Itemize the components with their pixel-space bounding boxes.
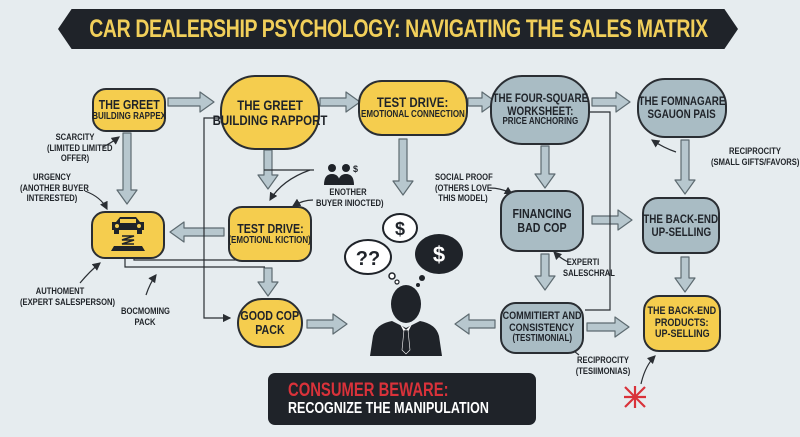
- buyers-icon: $: [324, 164, 358, 185]
- node-car-lift: [91, 211, 165, 259]
- node-test-drive-top: TEST DRIVE: EMOTIONAL CONNECTION: [358, 80, 468, 136]
- arrow-testdrive-to-foursquare: [467, 91, 497, 113]
- dollar-thought-bubble-small: $: [382, 213, 418, 243]
- note-authority: AUTHOMENT(EXPERT SALESPERSON): [20, 286, 116, 308]
- node-four-square: THE FOUR-SQUARE WORKSHEET: PRICE ANCHORI…: [490, 75, 590, 145]
- node-commitment: COMMITIERT AND CONSISTENCY (TESTIMONIAL): [500, 302, 584, 354]
- svg-text:??: ??: [356, 248, 380, 270]
- node-greet-small: THE GREET BUILDING RAPPEX: [92, 88, 166, 132]
- node-financing: FINANCING BAD COP: [500, 190, 584, 252]
- arrow-greet-to-greet: [167, 91, 215, 113]
- arrow-foursquare-to-financing: [534, 145, 556, 189]
- consumer-warning-box: CONSUMER BEWARE: RECOGNIZE THE MANIPULAT…: [268, 373, 536, 425]
- arrow-commit-to-backend-products: [586, 316, 630, 338]
- arrow-fomnagare-to-backend: [674, 139, 696, 195]
- arrow-commit-to-customer: [454, 313, 496, 335]
- customer-silhouette-icon: [370, 285, 442, 356]
- arrow-to-backend-upselling: [591, 209, 633, 231]
- note-reciprocity-top: RECIPROCITY(SMALL GIFTS/FAVORS): [711, 146, 800, 168]
- node-greet-large: THE GREET BUILDING RAPPORT: [213, 75, 327, 150]
- arrow-backend-to-products: [674, 256, 696, 293]
- node-back-end-products: THE BACK-END PRODUCTS: UP-SELLING: [643, 295, 721, 352]
- arrow-testdrive-to-goodcop: [257, 267, 279, 297]
- arrow-greet-to-testdrive: [319, 91, 361, 113]
- red-cross-marker-icon: [624, 386, 646, 408]
- line-car-to-right: [124, 255, 265, 268]
- svg-text:$: $: [433, 242, 445, 267]
- warning-headline: CONSUMER BEWARE:: [288, 379, 449, 401]
- arrow-testdrive-to-car: [169, 221, 225, 243]
- line-foursquare-right: [580, 111, 611, 311]
- arrow-financing-to-commit: [534, 253, 556, 291]
- node-good-cop: GOOD COP PACK: [237, 298, 303, 348]
- arrow-testdrive-down: [392, 138, 414, 196]
- note-reciprocity-bottom: RECIPROCITY(TESIIMONIAS): [575, 355, 631, 377]
- title-banner: CAR DEALERSHIP PSYCHOLOGY: NAVIGATING TH…: [58, 9, 738, 49]
- car-on-lift-icon: [111, 217, 145, 251]
- question-thought-bubble: ??: [344, 239, 400, 285]
- svg-text:$: $: [353, 164, 358, 174]
- node-back-end-upselling: THE BACK-END UP-SELLING: [642, 197, 720, 254]
- arrow-foursquare-to-fomnagare: [591, 91, 631, 113]
- node-fomnagare: THE FOMNAGARE SGAUON PAIS: [637, 78, 727, 138]
- line-greet-to-goodcop: [203, 117, 232, 323]
- arrow-greet-to-car: [116, 132, 138, 205]
- node-test-drive-mid: TEST DRIVE: (EMOTIONL KICTION): [228, 206, 312, 262]
- svg-text:$: $: [395, 219, 405, 239]
- warning-subline: RECOGNIZE THE MANIPULATION: [288, 399, 489, 417]
- page-title: CAR DEALERSHIP PSYCHOLOGY: NAVIGATING TH…: [88, 14, 708, 43]
- dollar-thought-bubble-dark: $: [415, 234, 463, 287]
- arrow-goodcop-to-customer: [306, 313, 348, 335]
- customer-figure: ?? $ $: [344, 213, 463, 356]
